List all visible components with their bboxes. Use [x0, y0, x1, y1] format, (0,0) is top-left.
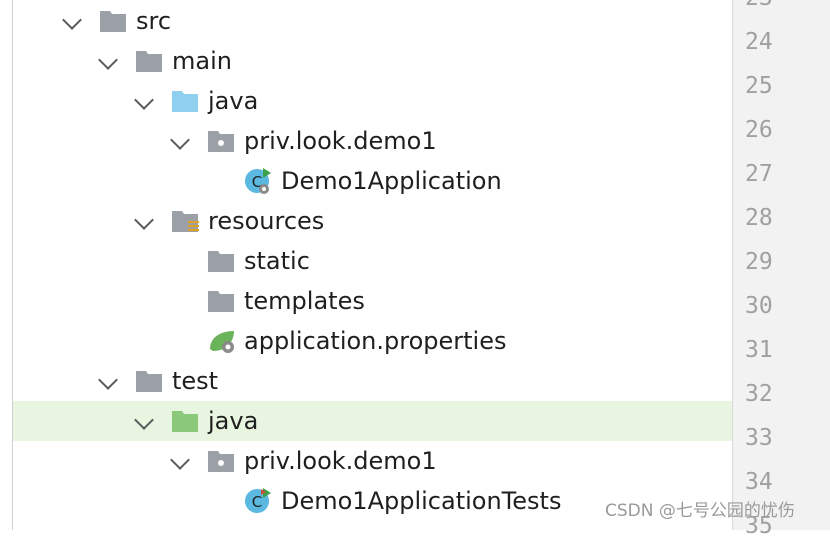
line-number: 30: [745, 293, 773, 319]
tree-label: test: [172, 367, 219, 395]
project-tree: src main java priv.look.demo1 C: [12, 0, 732, 530]
tree-node-test-package[interactable]: priv.look.demo1: [13, 441, 732, 481]
line-number: 29: [745, 249, 773, 275]
tree-node-main[interactable]: main: [13, 41, 732, 81]
line-number: 24: [745, 29, 773, 55]
tree-node-test[interactable]: test: [13, 361, 732, 401]
source-folder-icon: [172, 91, 198, 112]
tree-node-main-package[interactable]: priv.look.demo1: [13, 121, 732, 161]
folder-icon: [100, 11, 126, 32]
package-icon: [208, 451, 234, 472]
tree-node-templates[interactable]: templates: [13, 281, 732, 321]
package-icon: [208, 131, 234, 152]
folder-icon: [208, 251, 234, 272]
chevron-down-icon[interactable]: [62, 10, 82, 30]
resources-folder-icon: [172, 211, 199, 232]
line-number: 34: [745, 469, 773, 495]
tree-node-test-java[interactable]: java: [13, 401, 732, 441]
chevron-down-icon[interactable]: [134, 90, 154, 110]
line-number: 26: [745, 117, 773, 143]
line-number: 27: [745, 161, 773, 187]
tree-label: src: [136, 7, 172, 35]
line-number: 28: [745, 205, 773, 231]
test-class-icon: C: [245, 488, 271, 513]
tree-node-main-java[interactable]: java: [13, 81, 732, 121]
tree-node-src[interactable]: src: [13, 1, 732, 41]
folder-icon: [208, 291, 234, 312]
tree-label: static: [244, 247, 310, 275]
folder-icon: [136, 51, 162, 72]
test-folder-icon: [172, 411, 198, 432]
tree-label: java: [208, 407, 259, 435]
chevron-down-icon[interactable]: [98, 370, 118, 390]
tree-left-border: [12, 0, 13, 530]
chevron-down-icon[interactable]: [170, 450, 190, 470]
spring-boot-class-icon: C: [245, 168, 271, 194]
tree-label: main: [172, 47, 232, 75]
line-number: 33: [745, 425, 773, 451]
tree-node-main-class[interactable]: C Demo1Application: [13, 161, 732, 201]
line-number: 31: [745, 337, 773, 363]
line-number-gutter: 23 24 25 26 27 28 29 30 31 32 33 34 35: [732, 0, 830, 539]
csdn-watermark: CSDN @七号公园的忧伤: [605, 501, 795, 521]
chevron-down-icon[interactable]: [134, 410, 154, 430]
chevron-down-icon[interactable]: [134, 210, 154, 230]
tree-label: templates: [244, 287, 365, 315]
svg-text:C: C: [252, 173, 262, 191]
chevron-down-icon[interactable]: [170, 130, 190, 150]
svg-text:C: C: [252, 493, 262, 511]
tree-label: priv.look.demo1: [244, 127, 437, 155]
tree-node-static[interactable]: static: [13, 241, 732, 281]
spring-properties-icon: [210, 331, 234, 353]
tree-label: priv.look.demo1: [244, 447, 437, 475]
line-number: 23: [745, 0, 773, 11]
tree-label: Demo1Application: [281, 167, 502, 195]
tree-node-test-class[interactable]: C Demo1ApplicationTests: [13, 481, 732, 521]
tree-node-properties[interactable]: application.properties: [13, 321, 732, 361]
line-number: 32: [745, 381, 773, 407]
folder-icon: [136, 371, 162, 392]
tree-label: resources: [208, 207, 325, 235]
tree-label: application.properties: [244, 327, 507, 355]
line-number: 25: [745, 73, 773, 99]
tree-node-resources[interactable]: resources: [13, 201, 732, 241]
tree-label: Demo1ApplicationTests: [281, 487, 562, 515]
chevron-down-icon[interactable]: [98, 50, 118, 70]
tree-label: java: [208, 87, 259, 115]
